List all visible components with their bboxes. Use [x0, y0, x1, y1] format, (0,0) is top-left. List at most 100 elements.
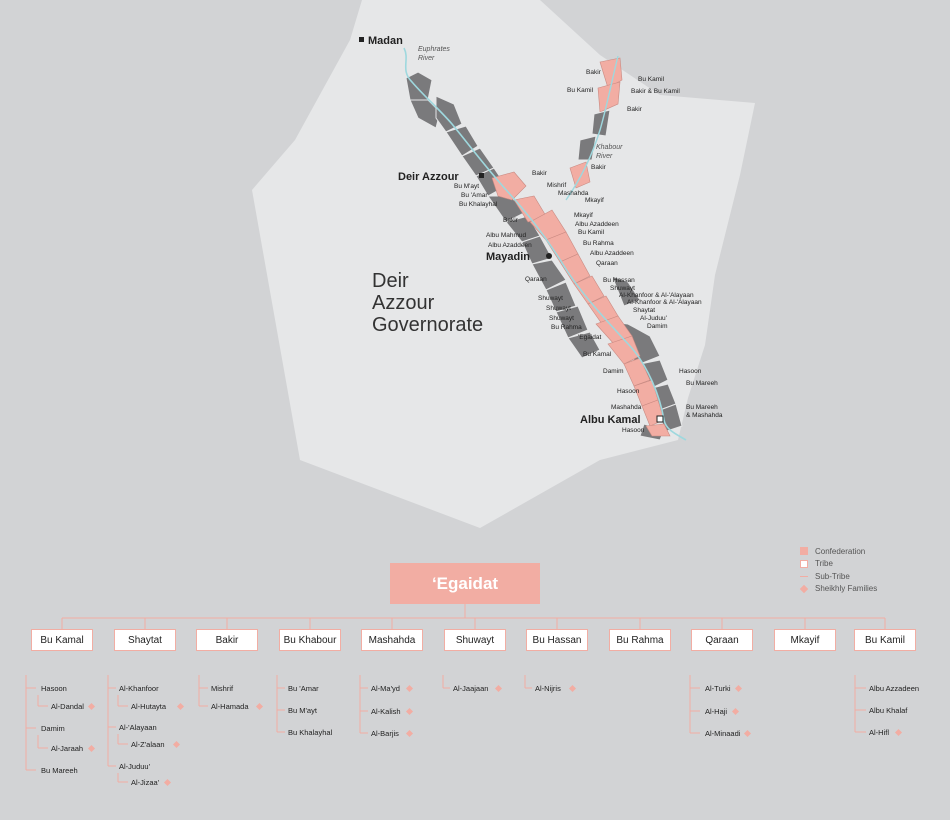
governorate-area [252, 0, 755, 528]
area-label: Bu M'ayt [454, 183, 479, 190]
area-label: Hasoon [679, 368, 702, 375]
mayadin-marker [546, 253, 552, 259]
legend-label: Sheikhly Families [815, 584, 878, 594]
city-label-mayadin: Mayadin [486, 251, 530, 263]
area-label: Hasoon [622, 427, 645, 434]
area-label: Bakir [627, 106, 643, 113]
family-label: Al-Minaadi [705, 729, 741, 738]
deir-azzour-marker [479, 173, 484, 178]
tribe-box: Bakir [196, 629, 258, 651]
tribe-box: Bu Khabour [279, 629, 341, 651]
area-label: 'Egaidat [578, 334, 601, 341]
governorate-label-line: Deir [372, 270, 409, 292]
sub-tribe-label: Al-'Alayaan [119, 723, 157, 732]
legend-label: Tribe [815, 559, 833, 569]
area-label: Bu Kamil [638, 76, 665, 83]
area-label: Bu Kamal [583, 351, 612, 358]
city-label-deir-azzour: Deir Azzour [398, 171, 459, 183]
area-label: Shuwayt [538, 295, 563, 302]
sub-tribe-swatch [800, 575, 808, 577]
area-label: Mkayif [585, 197, 604, 204]
area-label: Al-Khanfoor & Al-'Alayaan [627, 299, 702, 306]
governorate-label-line: Governorate [372, 314, 484, 336]
area-label: Bu Rahma [551, 324, 582, 331]
khabour-label: River [596, 153, 613, 160]
khabour-districts [577, 109, 611, 161]
area-label: Shuwayt [549, 315, 574, 322]
family-label: Al-Dandal [51, 702, 84, 711]
area-label: Bu Khalayhal [459, 201, 498, 208]
area-label: Bu Rahma [583, 240, 614, 247]
albu-kamal-marker [656, 415, 664, 423]
family-label: Al-Jaajaan [453, 684, 489, 693]
area-label: Shuwayt [610, 285, 635, 292]
area-label: Albu Azaddeen [590, 250, 634, 257]
tribe-box: Shaytat [114, 629, 176, 651]
family-label: Al-Jizaa' [131, 778, 160, 787]
area-label: Bu Kamil [578, 229, 605, 236]
area-label: Mashahda [558, 190, 589, 197]
tribe-box: Bu Kamal [31, 629, 93, 651]
sub-tribe-label: Damim [41, 724, 65, 733]
sub-tribe-label: Bu M'ayt [288, 706, 317, 715]
area-label: Albu Azaddeen [488, 242, 532, 249]
sub-tribe-label: Bu Khalayhal [288, 728, 333, 737]
governorate-label: Deir Azzour Governorate [372, 270, 532, 336]
tribe-box: Qaraan [691, 629, 753, 651]
area-label: Bu Hassan [603, 277, 635, 284]
legend-confederation: Confederation [800, 545, 877, 558]
family-label: Al-Haji [705, 707, 728, 716]
sub-tribe-label: Bu Mareeh [41, 766, 78, 775]
area-label: Shaytat [633, 307, 655, 314]
sub-tribe-label: Al-Khanfoor [119, 684, 159, 693]
area-label: Bakir [586, 69, 602, 76]
area-label: Qaraan [525, 276, 547, 283]
tribe-box: Bu Kamil [854, 629, 916, 651]
area-label: Bakir & Bu Kamil [631, 88, 680, 95]
area-label: Mkayif [574, 212, 593, 219]
area-label: Damim [603, 368, 624, 375]
family-label: Al-Hamada [211, 702, 249, 711]
tribe-swatch [800, 559, 808, 568]
area-label: Shuwayt [546, 305, 571, 312]
family-label: Al-Z'alaan [131, 740, 165, 749]
tribe-box: Mashahda [361, 629, 423, 651]
area-label: Mashahda [611, 404, 642, 411]
area-label: Hasoon [617, 388, 640, 395]
area-label: Damim [647, 323, 668, 330]
legend-sub-tribe: Sub-Tribe [800, 570, 877, 583]
family-label: Al-Kalish [371, 707, 401, 716]
sub-tribe-label: Bu 'Amar [288, 684, 319, 693]
family-label: Al-Hifl [869, 728, 889, 737]
legend-label: Confederation [815, 546, 866, 556]
euphrates-label: Euphrates [418, 46, 450, 53]
area-label: Albu Mahmud [486, 232, 526, 239]
confederation-swatch [800, 547, 808, 556]
governorate-label-line: Azzour [372, 292, 435, 314]
euphrates-label: River [418, 55, 435, 62]
city-label-madan: Madan [368, 35, 403, 47]
sub-tribe-label: Albu Khalaf [869, 706, 908, 715]
sub-tribe-label: Albu Azzadeen [869, 684, 920, 693]
area-label: Qaraan [596, 260, 618, 267]
legend-tribe: Tribe [800, 558, 877, 571]
euphrates-river [403, 47, 687, 441]
area-labels: Bakir Bu Kamil Bu Kamil Bakir & Bu Kamil… [454, 69, 723, 434]
area-label: Al-Juduu' [640, 315, 667, 322]
family-label: Al-Hutayta [131, 702, 167, 711]
tribe-box: Bu Rahma [609, 629, 671, 651]
area-label: Albu Azaddeen [575, 221, 619, 228]
khabour-label: Khabour [596, 144, 623, 151]
area-label: Bu Mareeh [686, 380, 718, 387]
sub-tribe-label: Al-Juduu' [119, 762, 151, 771]
area-label: Bu Kamil [567, 87, 594, 94]
area-label: & Mashahda [686, 412, 723, 419]
tribe-box: Mkayif [774, 629, 836, 651]
area-label: Al-Khanfoor & Al-'Alayaan [619, 292, 694, 299]
confederation-box: ‘Egaidat [390, 563, 540, 604]
family-label: Al-Barjis [371, 729, 399, 738]
family-label: Al-Turki [705, 684, 731, 693]
sub-tribe-label: Hasoon [41, 684, 67, 693]
sub-tribe-label: Mishrif [211, 684, 234, 693]
tribe-box: Shuwayt [444, 629, 506, 651]
